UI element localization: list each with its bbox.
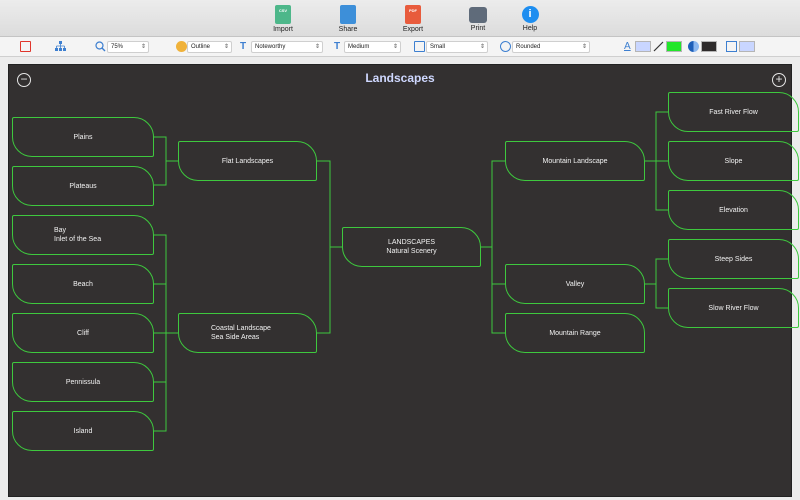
print-button[interactable]: Print xyxy=(453,5,503,32)
share-icon xyxy=(340,5,356,24)
size-select[interactable]: Medium ⇕ xyxy=(344,41,401,53)
export-button[interactable]: PDF Export xyxy=(388,5,438,33)
zoom-icon xyxy=(95,41,106,52)
share-button[interactable]: Share xyxy=(323,5,373,33)
node-mountain-range[interactable]: Mountain Range xyxy=(505,313,645,353)
help-button[interactable]: i Help xyxy=(505,5,555,32)
node-elevation[interactable]: Elevation xyxy=(668,190,799,230)
node-fast-river-flow[interactable]: Fast River Flow xyxy=(668,92,799,132)
node-bay[interactable]: Bay Inlet of the Sea xyxy=(12,215,154,255)
node-layout-icon[interactable] xyxy=(20,41,31,52)
zoom-select[interactable]: 75% ⇕ xyxy=(107,41,149,53)
line-color-icon[interactable] xyxy=(653,41,664,52)
spacing-select[interactable]: Small ⇕ xyxy=(426,41,488,53)
font-value: Noteworthy xyxy=(255,44,286,50)
spacing-stepper-icon: ⇕ xyxy=(479,44,485,50)
node-slow-river-flow[interactable]: Slow River Flow xyxy=(668,288,799,328)
toolbar: CSV Import Share PDF Export Print i Help xyxy=(0,0,800,37)
style-icon xyxy=(176,41,187,52)
format-bar: 75% ⇕ Outline ⇕ T Noteworthy ⇕ T Medium ⇕ Sm… xyxy=(0,37,800,57)
csv-tag: CSV xyxy=(278,8,288,13)
spacing-icon xyxy=(414,41,425,52)
shape-stepper-icon: ⇕ xyxy=(581,44,587,50)
node-slope[interactable]: Slope xyxy=(668,141,799,181)
node-cliff[interactable]: Cliff xyxy=(12,313,154,353)
node-steep-sides[interactable]: Steep Sides xyxy=(668,239,799,279)
node-island[interactable]: Island xyxy=(12,411,154,451)
node-peninsula[interactable]: Pennissula xyxy=(12,362,154,402)
fill-color-icon[interactable] xyxy=(688,41,699,52)
zoom-stepper-icon: ⇕ xyxy=(140,44,146,50)
node-mountain-landscape[interactable]: Mountain Landscape xyxy=(505,141,645,181)
print-label: Print xyxy=(470,25,486,32)
node-plateaus[interactable]: Plateaus xyxy=(12,166,154,206)
help-icon: i xyxy=(521,6,539,23)
pdf-tag: PDF xyxy=(409,8,417,13)
help-label: Help xyxy=(522,25,538,32)
node-plains[interactable]: Plains xyxy=(12,117,154,157)
text-color-icon[interactable]: A xyxy=(624,41,631,52)
font-stepper-icon: ⇕ xyxy=(314,44,320,50)
font-select[interactable]: Noteworthy ⇕ xyxy=(251,41,323,53)
line-color-swatch[interactable] xyxy=(666,41,682,52)
map-title: Landscapes xyxy=(365,71,435,85)
node-coastal-landscape[interactable]: Coastal Landscape Sea Side Areas xyxy=(178,313,317,353)
shape-value: Rounded xyxy=(516,44,541,50)
spacing-value: Small xyxy=(430,44,446,50)
hierarchy-icon[interactable] xyxy=(55,41,66,52)
style-select[interactable]: Outline ⇕ xyxy=(187,41,232,53)
collapse-all-button[interactable]: − xyxy=(17,73,31,87)
expand-all-button[interactable]: + xyxy=(772,73,786,87)
shape-icon xyxy=(500,41,511,52)
zoom-value: 75% xyxy=(111,44,124,50)
style-stepper-icon: ⇕ xyxy=(223,44,229,50)
size-value: Medium xyxy=(348,44,370,50)
csv-file-icon: CSV xyxy=(275,5,291,24)
import-button[interactable]: CSV Import xyxy=(258,5,308,33)
printer-icon xyxy=(469,7,487,23)
node-root[interactable]: LANDSCAPES Natural Scenery xyxy=(342,227,481,267)
node-beach[interactable]: Beach xyxy=(12,264,154,304)
node-fill-swatch[interactable] xyxy=(701,41,717,52)
export-label: Export xyxy=(402,26,424,33)
style-value: Outline xyxy=(191,44,211,50)
import-label: Import xyxy=(273,26,293,33)
pdf-file-icon: PDF xyxy=(405,5,421,24)
background-icon[interactable] xyxy=(726,41,737,52)
font-icon: T xyxy=(240,41,247,52)
node-flat-landscapes[interactable]: Flat Landscapes xyxy=(178,141,317,181)
shape-select[interactable]: Rounded ⇕ xyxy=(512,41,590,53)
share-label: Share xyxy=(338,26,358,33)
size-stepper-icon: ⇕ xyxy=(392,44,398,50)
font-size-icon: T xyxy=(334,41,341,52)
background-color-swatch[interactable] xyxy=(739,41,755,52)
node-valley[interactable]: Valley xyxy=(505,264,645,304)
text-color-swatch[interactable] xyxy=(635,41,651,52)
